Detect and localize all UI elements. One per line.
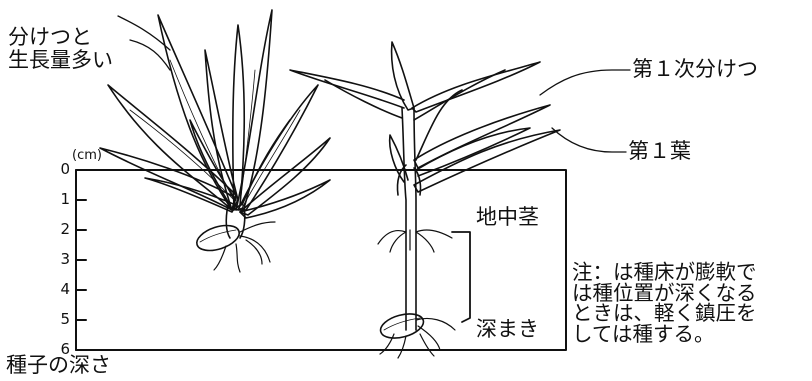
leaf: [416, 128, 530, 176]
leader-line-first-leaf: [552, 128, 626, 152]
seed: [194, 221, 243, 256]
note-block: 注：は種床が膨軟で は種位置が深くなる ときは、軽く鎮圧を しては種する。: [572, 262, 757, 344]
label-mesocotyl: 地中茎: [476, 206, 539, 229]
label-primary-tiller: 第１次分けつ: [632, 58, 758, 81]
note-line: しては種する。: [572, 324, 757, 345]
depth-tick-5: 5: [52, 310, 70, 328]
roots: [378, 230, 452, 252]
note-line: は種位置が深くなる: [572, 283, 757, 304]
shallow-plant: [100, 10, 330, 272]
depth-tick-3: 3: [52, 250, 70, 268]
label-first-leaf: 第１葉: [628, 140, 691, 163]
leaf: [414, 130, 560, 192]
depth-axis: [76, 170, 86, 350]
leaf: [290, 70, 404, 108]
depth-tick-2: 2: [52, 220, 70, 238]
label-tillers-many-line1: 分けつと: [8, 26, 92, 49]
depth-tick-4: 4: [52, 280, 70, 298]
depth-tick-1: 1: [52, 190, 70, 208]
roots: [214, 222, 275, 272]
depth-tick-6: 6: [52, 340, 70, 358]
mesocotyl-bracket: [452, 232, 470, 322]
leaf: [412, 62, 540, 112]
label-depth-unit: (cm): [72, 148, 102, 163]
leaf: [240, 138, 330, 215]
note-line: 注：は種床が膨軟で: [572, 262, 757, 283]
note-line: ときは、軽く鎮圧を: [572, 303, 757, 324]
label-tillers-many-line2: 生長量多い: [8, 49, 113, 72]
deep-plant: [290, 42, 560, 358]
depth-tick-0: 0: [52, 160, 70, 178]
label-deep-sowing: 深まき: [476, 318, 539, 341]
leader-line-primary-tiller: [540, 70, 630, 95]
